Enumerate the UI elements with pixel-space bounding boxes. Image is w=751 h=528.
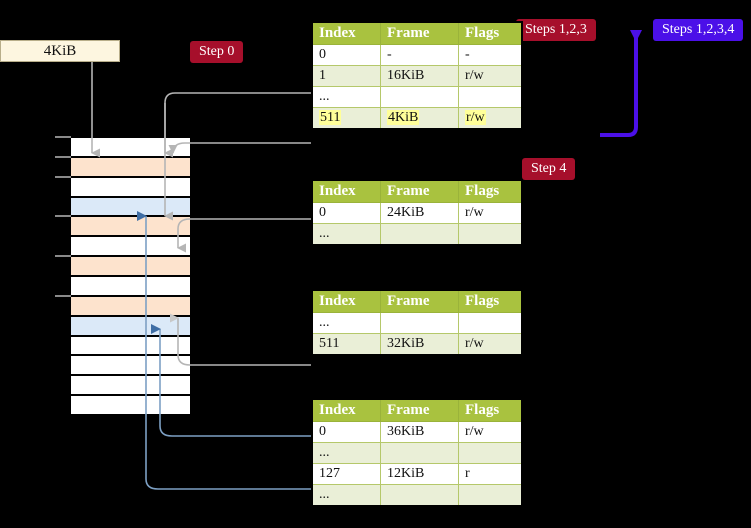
table-cell: 36KiB	[380, 421, 459, 443]
table-cell	[380, 442, 459, 464]
table-header-frame: Frame	[380, 179, 459, 203]
arrow-steps-purple	[600, 30, 642, 137]
table-cell	[458, 442, 523, 464]
badge-step-4: Step 4	[522, 158, 576, 180]
memory-tick	[55, 294, 71, 297]
table-cell: ...	[311, 442, 381, 464]
table-header-index: Index	[311, 179, 381, 203]
table-cell: 511	[311, 333, 381, 356]
memory-tick	[55, 215, 71, 218]
table-cell: 0	[311, 202, 381, 224]
badge-steps-1234: Steps 1,2,3,4	[653, 19, 744, 41]
table-cell: 1	[311, 65, 381, 87]
memory-frame-row	[71, 334, 190, 355]
badge-step-0: Step 0	[190, 41, 244, 63]
table-cell: -	[380, 44, 459, 66]
table-cell	[380, 223, 459, 246]
table-header-frame: Frame	[380, 398, 459, 422]
table-cell: ...	[311, 86, 381, 108]
table-header-index: Index	[311, 398, 381, 422]
memory-frame-row	[71, 354, 190, 375]
table-header-index: Index	[311, 21, 381, 45]
memory-frame-row	[71, 175, 190, 196]
memory-tick	[55, 136, 71, 138]
table-cell: r	[458, 463, 523, 485]
cell-highlight: 4KiB	[387, 110, 420, 125]
table-cell: 0	[311, 44, 381, 66]
table-cell	[458, 86, 523, 108]
memory-frame-row	[71, 394, 190, 414]
memory-frame-row	[71, 314, 190, 335]
table-cell: r/w	[458, 333, 523, 356]
memory-tick	[55, 255, 71, 258]
cell-highlight: r/w	[465, 110, 486, 125]
table-cell: ...	[311, 484, 381, 507]
table-cell	[380, 312, 459, 334]
memory-frame-row	[71, 275, 190, 295]
table-cell: r/w	[458, 107, 523, 130]
table-cell: -	[458, 44, 523, 66]
table-cell: 4KiB	[380, 107, 459, 130]
table-header-frame: Frame	[380, 21, 459, 45]
memory-frame-row	[71, 255, 190, 275]
memory-frame-row	[71, 235, 190, 256]
table-cell	[458, 223, 523, 246]
table-row[interactable]: ...	[311, 484, 523, 507]
memory-frame-row	[71, 136, 190, 156]
physical-memory-column	[71, 136, 190, 414]
table-header-flags: Flags	[458, 398, 523, 422]
table-cell: 12KiB	[380, 463, 459, 485]
memory-tick	[55, 155, 71, 158]
table-row[interactable]: 0--	[311, 44, 523, 66]
size-box-4kib: 4KiB	[0, 40, 120, 62]
table-cell	[458, 312, 523, 334]
table-header-frame: Frame	[380, 289, 459, 313]
table-cell: 24KiB	[380, 202, 459, 224]
table-row[interactable]: ...	[311, 442, 523, 464]
memory-frame-row	[71, 374, 190, 395]
memory-frame-row	[71, 195, 190, 216]
table-cell: r/w	[458, 202, 523, 224]
connector-pd-entry-511	[170, 313, 311, 366]
table-header-flags: Flags	[458, 289, 523, 313]
table-cell: 127	[311, 463, 381, 485]
table-header-flags: Flags	[458, 179, 523, 203]
badge-steps-123: Steps 1,2,3	[516, 19, 596, 41]
memory-tick	[55, 175, 71, 178]
table-cell	[380, 484, 459, 507]
table-cell	[458, 484, 523, 507]
memory-frame-row	[71, 294, 190, 315]
connector-pdpt-entry-0	[177, 218, 311, 253]
table-cell: r/w	[458, 65, 523, 87]
table-cell: 511	[311, 107, 381, 130]
table-row[interactable]: ...	[311, 223, 523, 246]
table-cell: r/w	[458, 421, 523, 443]
table-row[interactable]: 511 4KiB r/w	[311, 107, 523, 130]
table-cell: 16KiB	[380, 65, 459, 87]
table-row[interactable]: ...	[311, 312, 523, 334]
table-cell: ...	[311, 223, 381, 246]
table-header-flags: Flags	[458, 21, 523, 45]
table-cell: ...	[311, 312, 381, 334]
connector-pml4-entry-511	[172, 142, 311, 158]
table-cell	[380, 86, 459, 108]
memory-frame-row	[71, 155, 190, 176]
table-cell: 0	[311, 421, 381, 443]
cell-highlight: 511	[319, 110, 342, 125]
table-row[interactable]: ...	[311, 86, 523, 108]
table-header-index: Index	[311, 289, 381, 313]
memory-frame-row	[71, 215, 190, 236]
table-cell: 32KiB	[380, 333, 459, 356]
